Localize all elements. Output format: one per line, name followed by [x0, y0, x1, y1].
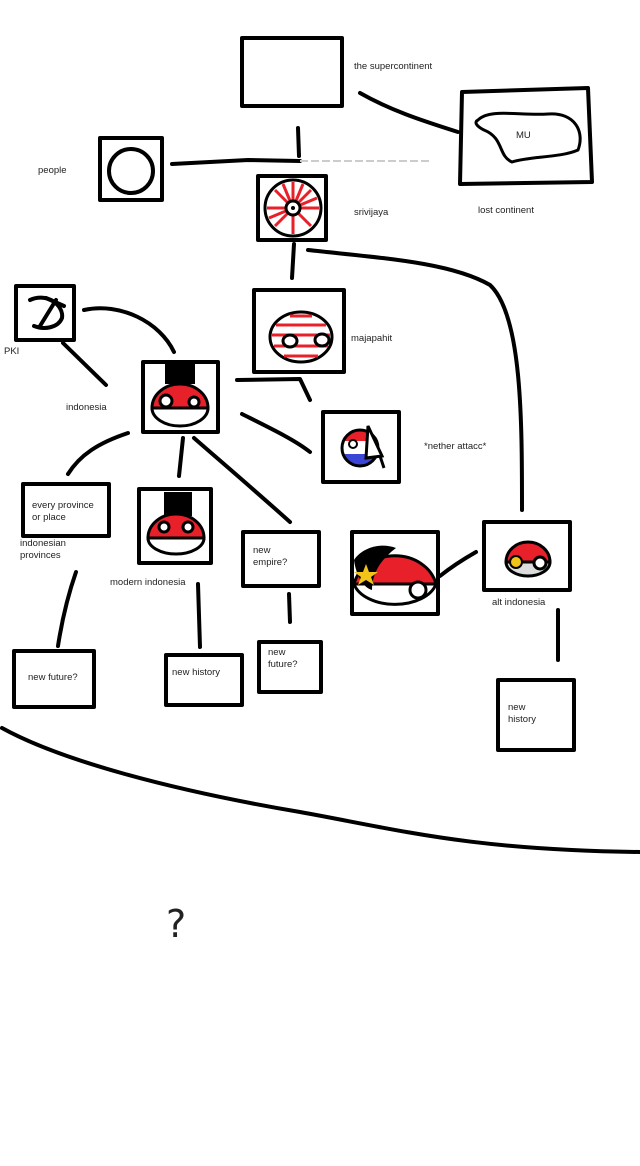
new-empire-text: new empire? [253, 545, 288, 568]
people-circle [107, 147, 155, 195]
modern-indonesia-label: modern indonesia [110, 577, 186, 588]
alt-indonesia-image-box [350, 530, 440, 616]
new-future-1-box [12, 649, 96, 709]
people-box [98, 136, 164, 202]
new-history-1-box [164, 653, 244, 707]
new-future-2-text: new future? [268, 647, 298, 670]
nether-box [321, 410, 401, 484]
supercontinent-label: the supercontinent [354, 61, 433, 72]
connector-alt-image [438, 550, 478, 578]
connector-empire-future [287, 592, 292, 624]
modern-box [137, 487, 213, 565]
connector-super-down [296, 126, 301, 158]
majapahit-box [252, 288, 346, 374]
new-history-2-text: new history [508, 702, 536, 725]
provinces-label: indonesian provinces [20, 538, 66, 561]
new-history-1-text: new history [172, 667, 221, 678]
alt-indonesia-box [482, 520, 572, 592]
connector-pki-indonesia [82, 306, 176, 354]
connector-indonesia-nether [240, 412, 312, 454]
alt-indonesia-ball [504, 540, 552, 578]
connector-indonesia-majapahit [235, 377, 312, 402]
new-future-1-text: new future? [28, 672, 78, 683]
majapahit-ball [268, 310, 334, 364]
indonesia-ball [150, 364, 210, 428]
connector-modern-future [56, 570, 78, 648]
boundary-curve [0, 726, 640, 854]
connector-srivijaya-majapahit [290, 242, 296, 280]
new-history-2-box [496, 678, 576, 752]
netherlands-ball [340, 425, 386, 469]
pki-box [14, 284, 76, 342]
lost-continent-label: lost continent [478, 205, 534, 216]
srivijaya-box [256, 174, 328, 242]
supercontinent-box [240, 36, 344, 108]
indonesia-box [141, 360, 220, 434]
connector-indonesia-empire [192, 436, 292, 524]
connector-super-mu [358, 91, 460, 134]
alt-indonesia-label: alt indonesia [492, 597, 546, 608]
connector-pki-label [61, 341, 108, 387]
pki-label: PKI [4, 346, 20, 357]
modern-indonesia-ball [146, 492, 206, 556]
connector-indonesia-provinces [66, 431, 130, 476]
alt-indonesia-star-ball [351, 545, 439, 606]
mu-box [458, 86, 594, 186]
provinces-box-text: every province or place [32, 500, 94, 523]
srivijaya-emblem [263, 178, 323, 238]
new-empire-box [241, 530, 321, 588]
connector-srivijaya-alt [306, 248, 524, 512]
mu-continent-shape [474, 111, 582, 164]
question-mark: ? [166, 902, 187, 946]
hammer-sickle-icon [28, 295, 66, 330]
mu-inner-label: MU [516, 130, 531, 141]
nether-label: *nether attacc* [424, 441, 487, 452]
new-future-2-box [257, 640, 323, 694]
people-label: people [38, 165, 67, 176]
majapahit-label: majapahit [351, 333, 393, 344]
srivijaya-label: srivijaya [354, 207, 389, 218]
connector-indonesia-modern [177, 436, 185, 478]
indonesia-label: indonesia [66, 402, 107, 413]
connector-modern-history [196, 582, 202, 649]
connector-people [170, 158, 302, 166]
provinces-box [21, 482, 111, 538]
